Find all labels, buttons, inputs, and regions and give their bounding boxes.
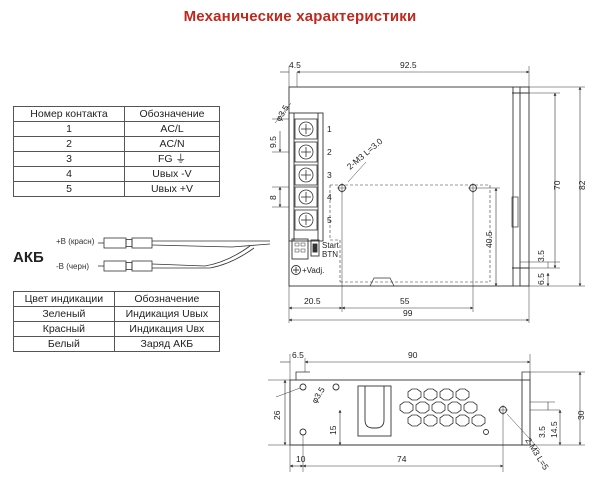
dim-99: 99	[403, 308, 413, 318]
minus-wire-label: -В (черн)	[56, 262, 90, 271]
screw-note-side: 2-M3 L=5	[523, 436, 551, 472]
dim-26: 26	[272, 410, 282, 420]
dim-40-5: 40.5	[484, 231, 494, 248]
top-view-labels: 4.5 92.5 φ3.5 9.5 8 2-M3 L=3.0 70 82 40.…	[268, 60, 587, 318]
dim-30: 30	[576, 410, 586, 420]
dim-90: 90	[408, 350, 418, 360]
dim-3-5-right: 3.5	[536, 250, 546, 262]
screw-note: 2-M3 L=3.0	[345, 136, 385, 172]
side-view	[268, 354, 585, 472]
dim-15: 15	[328, 425, 338, 435]
dim-14-5: 14.5	[549, 421, 559, 438]
led-designation: Индикация Uвх	[113, 321, 221, 337]
led-color: Красный	[13, 321, 115, 337]
col-led-color: Цвет индикации	[13, 291, 115, 307]
led-designation: Индикация Uвых	[113, 306, 221, 322]
btn-label: BTN	[322, 250, 338, 259]
led-color: Зеленый	[13, 306, 115, 322]
col-led-designation: Обозначение	[113, 291, 221, 307]
terminal-number: 1	[327, 124, 332, 134]
pin-designation: AC/L	[123, 121, 221, 137]
top-view	[272, 66, 585, 323]
dim-hole-3-5-side: φ3.5	[309, 385, 327, 405]
dim-55: 55	[400, 296, 410, 306]
dim-10: 10	[296, 454, 306, 464]
dim-4-5: 4.5	[289, 60, 301, 70]
led-table-header: Цвет индикации Обозначение	[13, 291, 221, 307]
pin-designation: Uвых +V	[123, 181, 221, 197]
dim-6-5-side: 6.5	[292, 350, 304, 360]
terminal-number: 2	[327, 147, 332, 157]
dim-3-5-side-right: 3.5	[537, 426, 547, 438]
dim-82: 82	[577, 180, 587, 190]
plus-wire-label: +В (красн)	[56, 237, 95, 246]
col-designation: Обозначение	[123, 106, 221, 122]
dim-74: 74	[397, 454, 407, 464]
terminal-number: 4	[327, 192, 332, 202]
terminal-number: 3	[327, 170, 332, 180]
led-color: Белый	[13, 336, 115, 352]
led-designation: Заряд АКБ	[113, 336, 221, 352]
dim-20-5: 20.5	[304, 296, 321, 306]
side-view-labels: 6.5 90 φ3.5 26 15 3.5 14.5 30 2-M3 L=5 1…	[272, 350, 586, 472]
vadj-label: +Vadj.	[302, 266, 324, 275]
page-title: Механические характеристики	[183, 8, 417, 25]
dim-70: 70	[552, 180, 562, 190]
pin-table-header: Номер контакта Обозначение	[13, 106, 221, 122]
battery-connector-drawing	[98, 237, 271, 272]
battery-label: АКБ	[13, 249, 44, 266]
terminal-number: 5	[327, 215, 332, 225]
dim-92-5: 92.5	[400, 60, 417, 70]
dim-6-5: 6.5	[536, 273, 546, 285]
start-label: Start	[322, 241, 340, 250]
